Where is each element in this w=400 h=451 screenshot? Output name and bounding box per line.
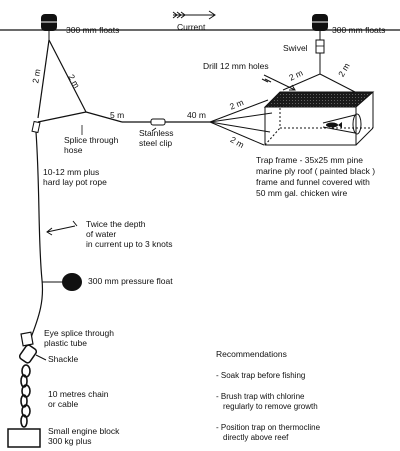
- dim-2m-left-b: 2 m: [66, 73, 82, 90]
- dim-5m: 5 m: [110, 110, 124, 120]
- right-float-icon: [311, 14, 329, 31]
- dim-2m-bridle-left: 2 m: [287, 68, 304, 83]
- pot-rope: [29, 131, 44, 341]
- trap-frame-line-2: marine ply roof ( painted black ): [256, 166, 375, 176]
- pressure-float-icon: [62, 273, 82, 291]
- recommendation-item: - Position trap on thermocline directly …: [216, 423, 322, 442]
- current-label: Current: [177, 22, 206, 32]
- drill-holes-label: Drill 12 mm holes: [203, 61, 269, 71]
- shackle-label: Shackle: [48, 354, 79, 364]
- recommendations-heading: Recommendations: [216, 349, 287, 359]
- steel-clip-icon: [150, 118, 166, 126]
- chain-icon: [20, 364, 31, 428]
- eye-splice-label: Eye splice through plastic tube: [44, 328, 116, 348]
- left-floats-label: 300 mm floats: [66, 25, 119, 35]
- depth-arrow-icon: [46, 220, 78, 236]
- trap-frame-line-3: frame and funnel covered with: [256, 177, 370, 187]
- right-floats-label: 300 mm floats: [332, 25, 385, 35]
- eye-splice-icon: [20, 331, 34, 347]
- engine-block-label: Small engine block 300 kg plus: [48, 426, 122, 446]
- left-float-icon: [40, 14, 58, 31]
- dim-2m-left-a: 2 m: [30, 68, 42, 84]
- twice-depth-label: Twice the depth of water in current up t…: [86, 219, 172, 249]
- dim-2m-bridle-right: 2 m: [336, 61, 352, 78]
- trap-frame-label: Trap frame - 35x25 mm pine marine ply ro…: [256, 155, 377, 198]
- pot-rope-label: 10-12 mm plus hard lay pot rope: [43, 167, 107, 187]
- chain-label: 10 metres chain or cable: [48, 389, 111, 409]
- recommendation-item: - Brush trap with chlorine regularly to …: [216, 392, 318, 411]
- drill-arrow-icon: [261, 74, 296, 91]
- shackle-icon: [18, 344, 38, 364]
- trap-frame: [263, 91, 375, 146]
- swivel-icon: [315, 39, 325, 54]
- swivel-label: Swivel: [283, 43, 308, 53]
- dim-40m: 40 m: [187, 110, 206, 120]
- current-arrow-icon: [172, 10, 216, 20]
- trap-frame-line-4: 50 mm gal. chicken wire: [256, 188, 347, 198]
- recommendation-item: - Soak trap before fishing: [216, 371, 305, 380]
- trap-frame-line-1: Trap frame - 35x25 mm pine: [256, 155, 363, 165]
- fish-icon: [326, 122, 342, 128]
- engine-block-icon: [7, 428, 41, 448]
- recommendations-panel: Recommendations - Soak trap before fishi…: [216, 349, 322, 442]
- pressure-float-label: 300 mm pressure float: [88, 276, 173, 286]
- splice-hose-icon: [31, 120, 41, 134]
- dim-2m-trap-top: 2 m: [228, 97, 245, 112]
